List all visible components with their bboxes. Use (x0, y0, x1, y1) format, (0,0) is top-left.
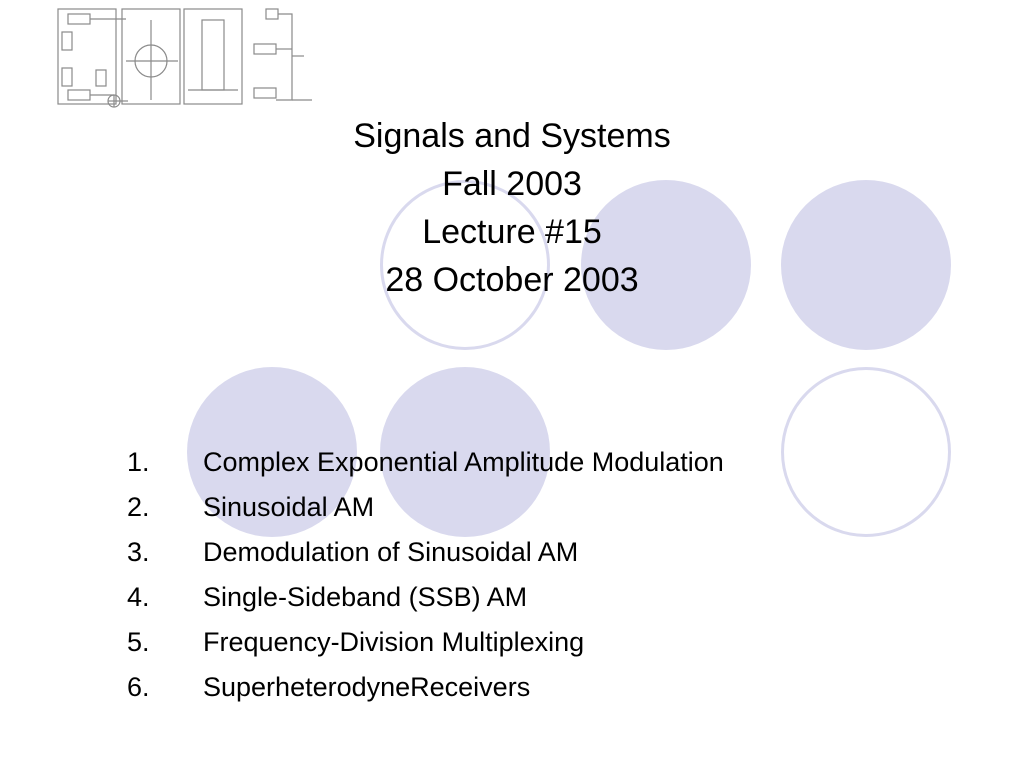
list-item-number: 5. (127, 627, 150, 657)
list-item-number: 4. (127, 582, 150, 612)
decor-circle-filled-3 (187, 367, 357, 537)
list-item-text: Sinusoidal AM (203, 492, 375, 522)
list-item-text: Single-Sideband (SSB) AM (203, 582, 528, 612)
list-item: 1. Complex Exponential Amplitude Modulati… (127, 440, 724, 485)
list-item-text: Frequency-Division Multiplexing (203, 627, 585, 657)
list-item-text: Demodulation of Sinusoidal AM (203, 537, 579, 567)
decor-circle-outline-1 (380, 180, 550, 350)
list-item-text: SuperheterodyneReceivers (203, 672, 531, 702)
list-item: 5. Frequency-Division Multiplexing (127, 620, 724, 665)
list-item: 4. Single-Sideband (SSB) AM (127, 575, 724, 620)
course-6003-logo-icon (57, 8, 312, 108)
decor-circle-filled-2 (781, 180, 951, 350)
list-item-number: 1. (127, 447, 150, 477)
topic-list: 1. Complex Exponential Amplitude Modulati… (127, 440, 724, 710)
title-lecture: Lecture #15 (422, 213, 602, 251)
decor-circle-outline-2 (781, 367, 951, 537)
slide-title: Signals and Systems Fall 2003 Lecture #1… (212, 112, 812, 304)
list-item-text: Complex Exponential Amplitude Modulation (203, 447, 724, 477)
list-item: 3. Demodulation of Sinusoidal AM (127, 530, 724, 575)
list-item: 2. Sinusoidal AM (127, 485, 724, 530)
list-item-number: 3. (127, 537, 150, 567)
decor-circle-filled-1 (581, 180, 751, 350)
list-item: 6. SuperheterodyneReceivers (127, 665, 724, 710)
list-item-number: 6. (127, 672, 150, 702)
decor-circle-filled-4 (380, 367, 550, 537)
title-course: Signals and Systems (353, 117, 671, 155)
title-term: Fall 2003 (442, 165, 582, 203)
title-date: 28 October 2003 (385, 261, 639, 299)
list-item-number: 2. (127, 492, 150, 522)
